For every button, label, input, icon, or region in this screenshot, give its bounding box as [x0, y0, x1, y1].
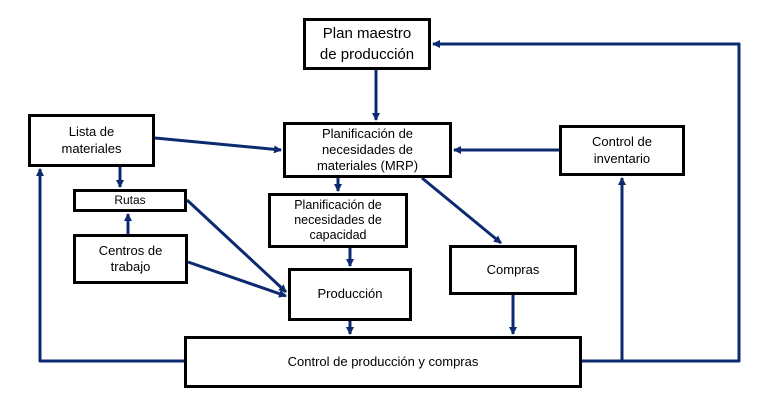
plan-maestro-label: Plan maestro de producción [319, 25, 415, 63]
compras-label: Compras [486, 261, 540, 277]
arrow-rutas-to-produccion [185, 198, 288, 294]
necesidades-capacidad-box: Planificación de necesidades de capacida… [268, 193, 408, 248]
arrow-lista-to-mrp [154, 136, 282, 154]
control-inventario-label: Control de inventario [592, 134, 652, 166]
mrp-label: Planificación de necesidades de material… [316, 125, 419, 174]
arrow-control-to-inventario [582, 177, 626, 363]
control-produccion-compras-box: Control de producción y compras [184, 336, 582, 388]
compras-box: Compras [449, 245, 577, 295]
control-produccion-compras-label: Control de producción y compras [287, 353, 479, 369]
produccion-box: Producción [288, 268, 412, 321]
plan-maestro-box: Plan maestro de producción [303, 18, 431, 70]
necesidades-capacidad-label: Planificación de necesidades de capacida… [294, 198, 382, 242]
arrow-control-to-plan [432, 40, 741, 363]
lista-materiales-box: Lista de materiales [28, 114, 155, 167]
lista-materiales-label: Lista de materiales [61, 124, 122, 156]
centros-trabajo-box: Centros de trabajo [73, 234, 188, 284]
rutas-box: Rutas [73, 189, 187, 212]
produccion-label: Producción [317, 286, 383, 302]
centros-trabajo-label: Centros de trabajo [98, 242, 163, 274]
control-inventario-box: Control de inventario [559, 125, 685, 176]
arrow-control-to-lista [36, 168, 184, 363]
mrp-box: Planificación de necesidades de material… [283, 122, 452, 178]
arrow-mrp-to-compras [421, 176, 502, 245]
arrow-centros-to-produccion [187, 260, 287, 298]
rutas-label: Rutas [114, 193, 146, 207]
